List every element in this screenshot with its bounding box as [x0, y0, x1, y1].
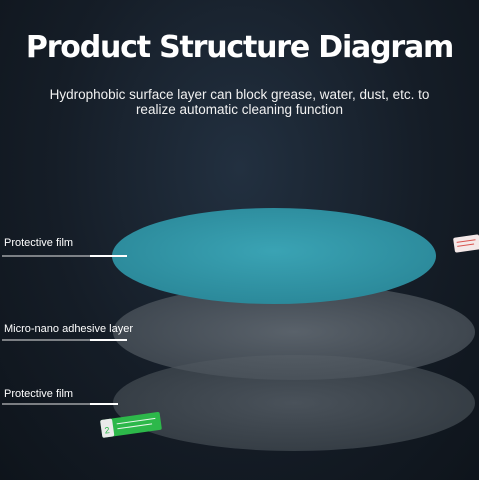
micro-nano-adhesive-layer [113, 284, 475, 380]
label-micro-nano-adhesive-layer: Micro-nano adhesive layer [4, 323, 134, 335]
subtitle-line-1: Hydrophobic surface layer can block grea… [49, 87, 430, 102]
bottom-tab-number: 2 [104, 425, 110, 436]
diagram-title: Product Structure Diagram [25, 30, 454, 65]
label-top-protective-film: Protective film [4, 237, 74, 249]
subtitle-line-2: realize automatic cleaning function [135, 102, 344, 117]
top-protective-film [112, 208, 436, 304]
label-bottom-protective-film: Protective film [4, 388, 74, 400]
bottom-film-pull-tab [100, 412, 162, 438]
top-film-pull-tab [453, 234, 479, 253]
diagram-subtitle: Hydrophobic surface layer can block grea… [30, 87, 449, 117]
bottom-protective-film [113, 355, 475, 451]
